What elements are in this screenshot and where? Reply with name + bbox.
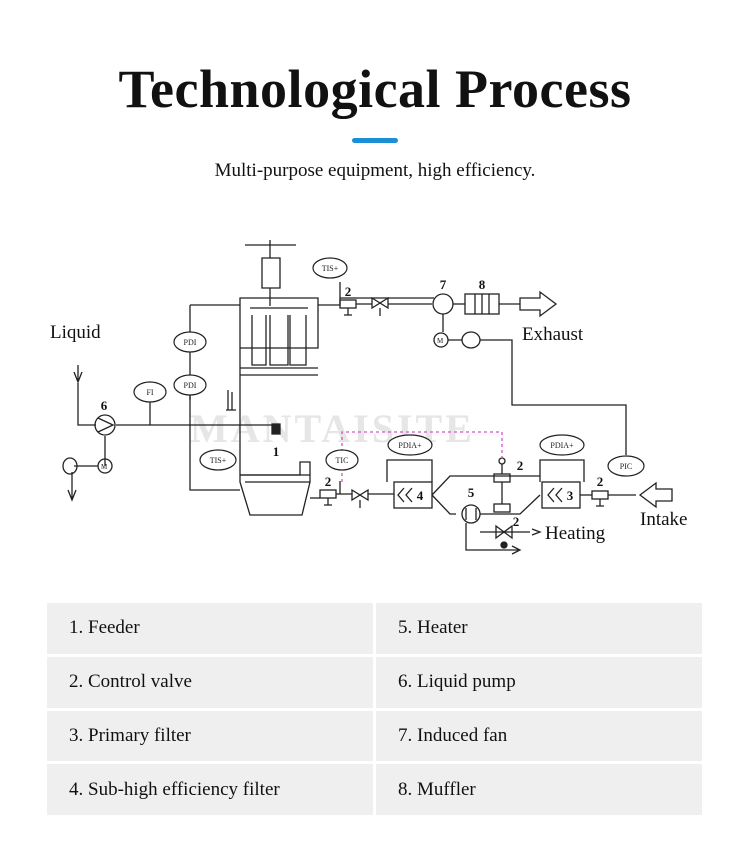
num-5: 5 (468, 485, 475, 500)
page-subtitle: Multi-purpose equipment, high efficiency… (214, 160, 536, 181)
instrument-tis-top (312, 257, 348, 279)
induced-fan (432, 293, 454, 315)
num-2c: 2 (517, 458, 524, 473)
instrument-fi (133, 381, 167, 403)
legend-item: 5. Heater (376, 603, 702, 654)
label-tis-top: TIS+ (322, 264, 339, 273)
num-7: 7 (440, 277, 447, 292)
label-tis-left: TIS+ (210, 456, 227, 465)
legend-item: 7. Induced fan (376, 710, 702, 762)
instrument-tis-left (199, 449, 237, 471)
legend-item: 6. Liquid pump (376, 656, 702, 708)
exhaust-arrow (519, 290, 558, 318)
label-exhaust: Exhaust (522, 324, 584, 345)
label-tic: TIC (336, 456, 349, 465)
label-intake: Intake (640, 509, 687, 530)
label-pic: PIC (620, 462, 632, 471)
sub-high-filter (393, 481, 433, 509)
num-6: 6 (101, 398, 108, 413)
control-valve-top (339, 299, 357, 309)
page-title: Technological Process (118, 59, 632, 119)
instrument-pdi (173, 331, 207, 353)
instrument-pdia-2 (539, 434, 585, 456)
label-pdia-2: PDIA+ (550, 441, 574, 450)
valve-top (371, 296, 389, 316)
label-pdi-2: PDI (184, 381, 197, 390)
num-2b: 2 (325, 474, 332, 489)
num-3: 3 (567, 488, 574, 503)
instrument-pic (607, 455, 645, 477)
label-liquid: Liquid (50, 322, 101, 343)
title-accent-bar (352, 138, 398, 143)
process-flow-diagram: MANTAISITE M (50, 240, 687, 555)
control-valve-intake (591, 490, 609, 500)
liquid-pump (94, 414, 116, 436)
legend-item: 3. Primary filter (47, 710, 373, 762)
label-heating: Heating (545, 523, 606, 544)
legend-item: 8. Muffler (376, 764, 702, 815)
svg-text:M: M (437, 337, 444, 345)
instrument-pdi-2 (173, 374, 207, 396)
actuator (245, 240, 296, 306)
num-2a: 2 (345, 284, 352, 299)
instrument-tic (325, 449, 359, 471)
heater (461, 504, 481, 524)
valve-bottom (351, 488, 369, 508)
label-fi: FI (146, 388, 153, 397)
control-valve-bottom (319, 489, 337, 499)
filter-bags (240, 307, 318, 376)
label-pdia: PDIA+ (398, 441, 422, 450)
sight-glass (271, 423, 281, 435)
legend-item: 4. Sub-high efficiency filter (47, 764, 373, 815)
num-2d: 2 (513, 514, 520, 529)
svg-text:M: M (101, 463, 108, 471)
num-1: 1 (273, 444, 280, 459)
num-4: 4 (417, 488, 424, 503)
instrument-pdia (387, 434, 433, 456)
num-8: 8 (479, 277, 486, 292)
legend-item: 2. Control valve (47, 656, 373, 708)
legend-item: 1. Feeder (47, 603, 373, 654)
label-pdi: PDI (184, 338, 197, 347)
num-2e: 2 (597, 474, 604, 489)
equipment-legend: 1. Feeder 5. Heater 2. Control valve 6. … (47, 603, 702, 815)
intake-arrow (638, 481, 673, 509)
